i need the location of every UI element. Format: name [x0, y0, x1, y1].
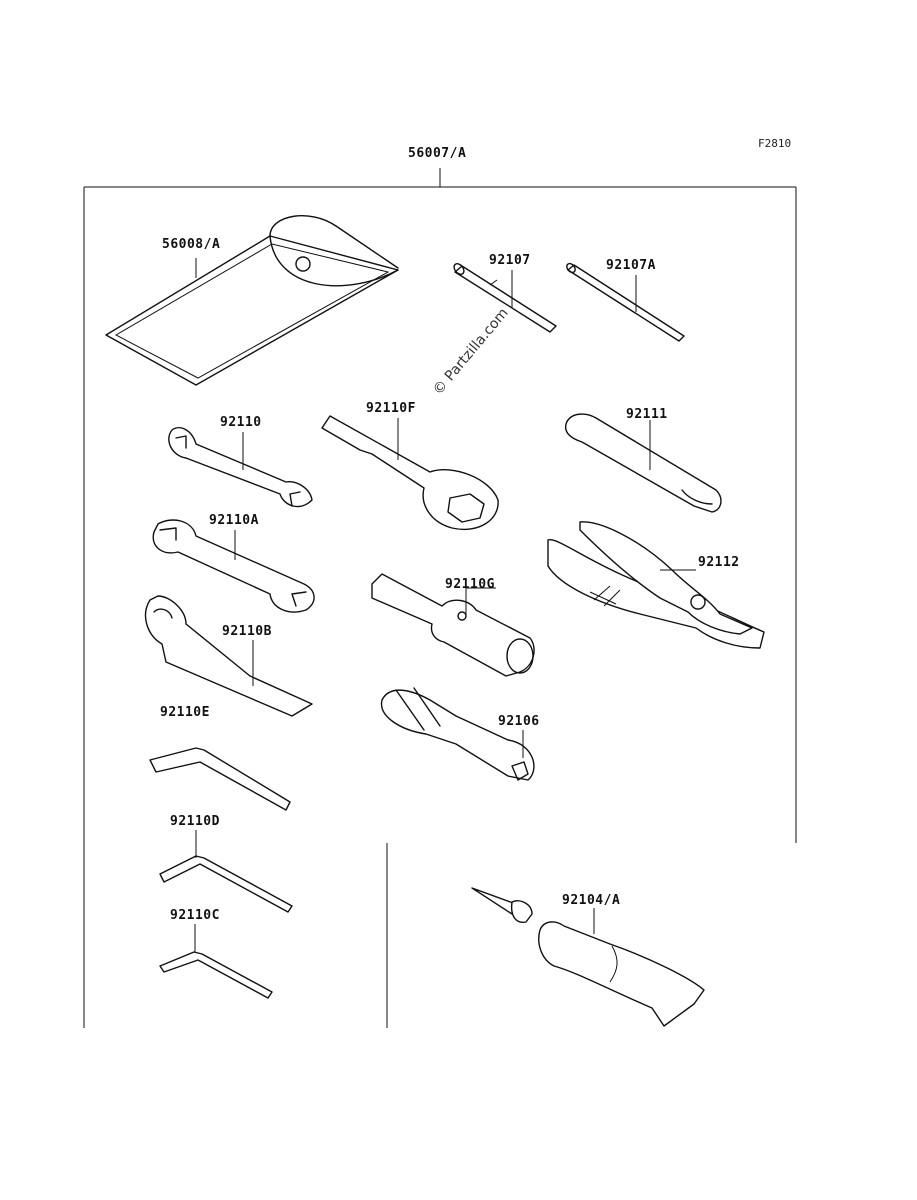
part-label-92110: 92110 — [220, 415, 262, 430]
part-label-92110B: 92110B — [222, 624, 272, 639]
tool-pouch-drawing — [105, 214, 399, 386]
part-label-92110A: 92110A — [209, 513, 259, 528]
screwdriver-bit-92107A-drawing — [566, 262, 685, 342]
hex-key-92110C-drawing — [159, 924, 273, 999]
part-label-92107A: 92107A — [606, 258, 656, 273]
part-label-92104A: 92104/A — [562, 893, 621, 908]
part-label-92106: 92106 — [498, 714, 540, 729]
spark-plug-wrench-92110G-drawing — [371, 573, 535, 677]
hex-key-92110E-drawing — [149, 747, 291, 811]
screwdriver-bit-92107-drawing — [453, 263, 557, 333]
grease-tube-92104A-drawing — [471, 887, 705, 1027]
figure-id: F2810 — [758, 137, 792, 150]
pliers-92112-drawing — [547, 521, 765, 649]
part-label-92111: 92111 — [626, 407, 668, 422]
driver-handle-92106-drawing — [380, 687, 535, 781]
hex-key-92110D-drawing — [159, 830, 293, 913]
part-label-92110F: 92110F — [366, 401, 416, 416]
part-label-56008A: 56008/A — [162, 237, 221, 252]
open-end-wrench-92110A-drawing — [152, 519, 315, 613]
part-label-92110E: 92110E — [160, 705, 210, 720]
kit-bracket — [83, 168, 797, 1028]
part-label-92110G: 92110G — [445, 577, 495, 592]
part-label-92110D: 92110D — [170, 814, 220, 829]
box-wrench-92110F-drawing — [321, 415, 499, 530]
kit-label: 56007/A — [408, 146, 467, 161]
part-label-92112: 92112 — [698, 555, 740, 570]
part-label-92110C: 92110C — [170, 908, 220, 923]
part-label-92107: 92107 — [489, 253, 531, 268]
hook-wrench-92110B-drawing — [144, 595, 313, 717]
tube-handle-92111-drawing — [564, 413, 722, 513]
open-end-wrench-92110-drawing — [168, 426, 313, 508]
